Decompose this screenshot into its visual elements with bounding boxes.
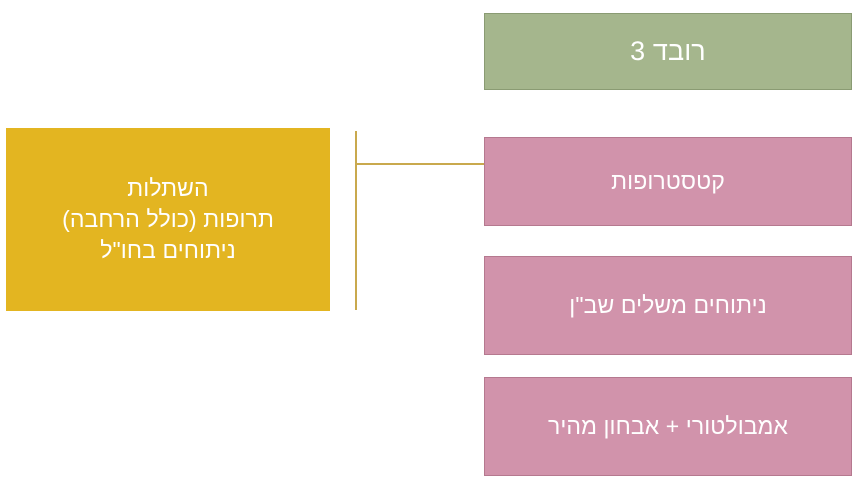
- connector-horizontal-branch: [355, 163, 484, 165]
- node-leaf-supplementary-surgeries[interactable]: ניתוחים משלים שב"ן: [484, 256, 852, 355]
- node-root-services[interactable]: השתלות תרופות (כולל הרחבה) ניתוחים בחו"ל: [6, 128, 330, 311]
- connector-vertical-trunk: [355, 131, 357, 310]
- node-leaf-ambulatory-diagnostics[interactable]: אמבולטורי + אבחון מהיר: [484, 377, 852, 476]
- node-tier-title[interactable]: רובד 3: [484, 13, 852, 90]
- node-leaf-catastrophes[interactable]: קטסטרופות: [484, 137, 852, 226]
